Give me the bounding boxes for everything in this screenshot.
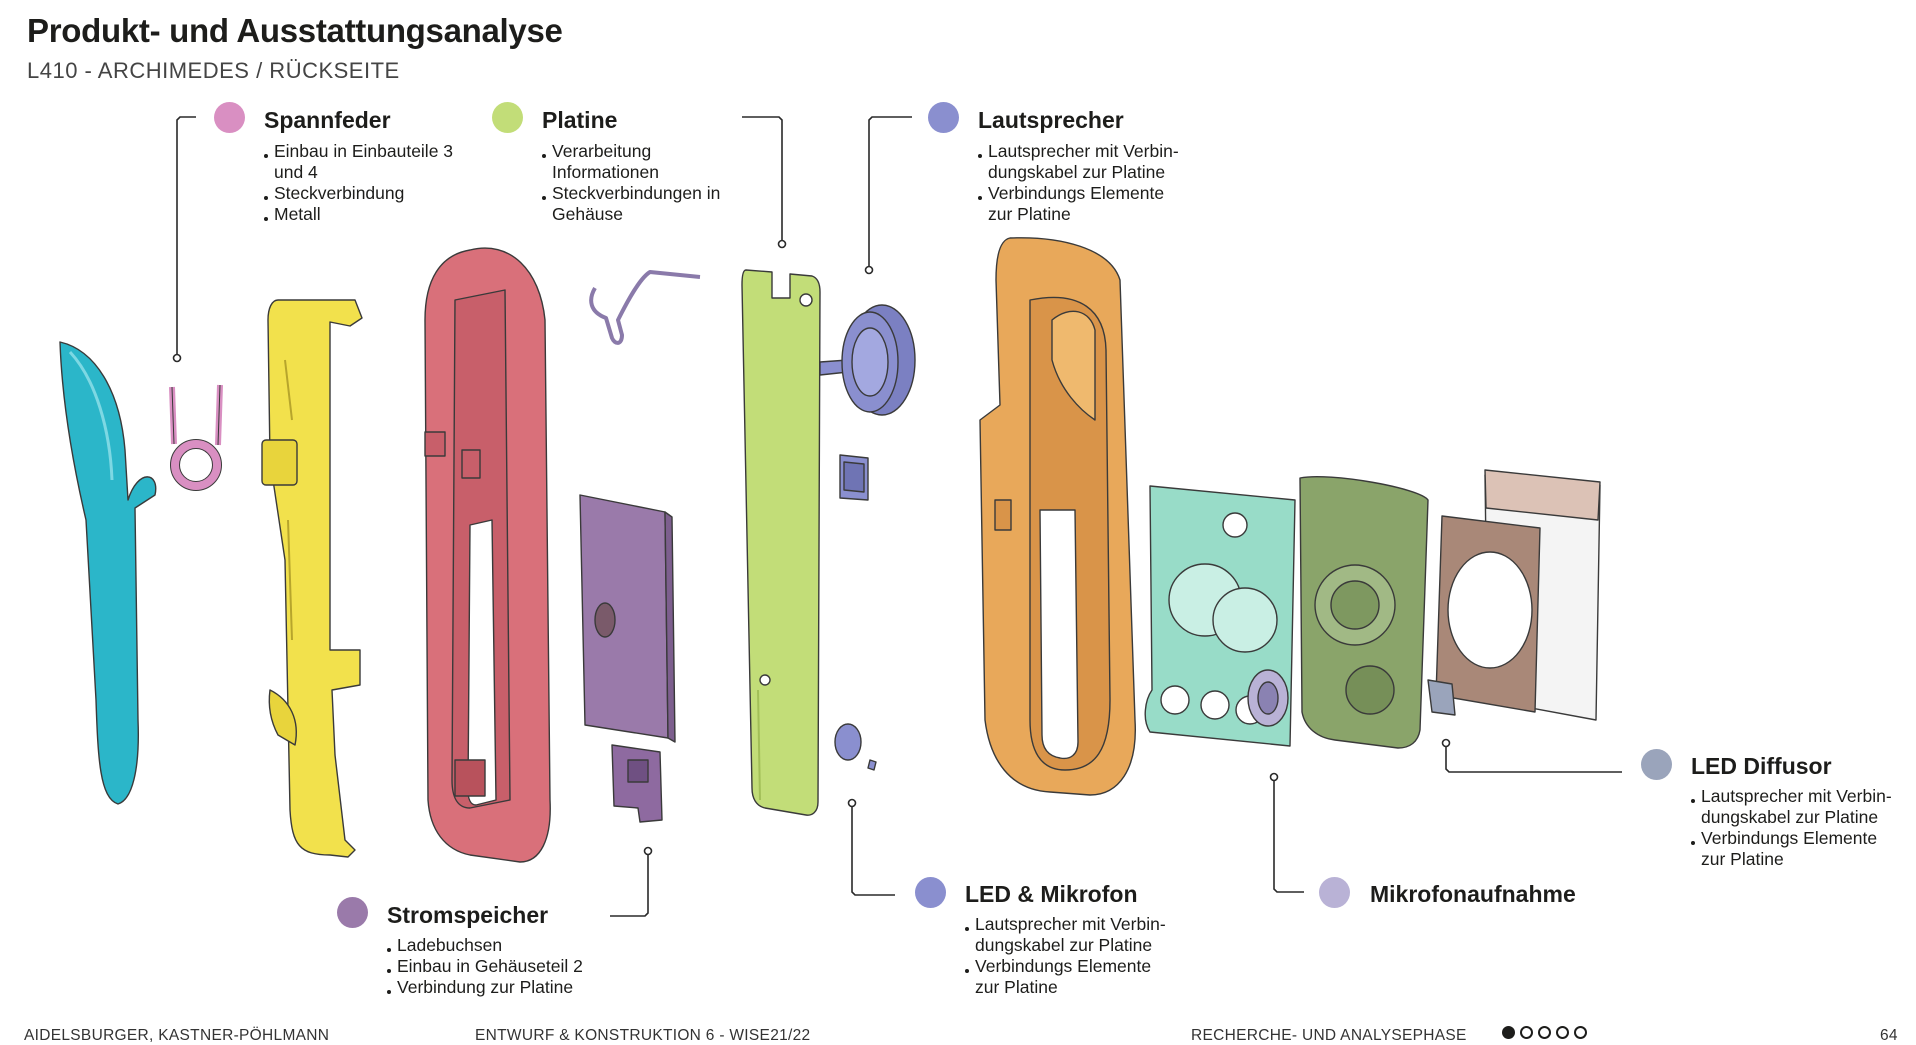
footer-course: ENTWURF & KONSTRUKTION 6 - WISE21/22 (475, 1027, 811, 1044)
bullet-item: Verbindungs Elemente zur Platine (1691, 828, 1906, 870)
stromspeicher-title: Stromspeicher (387, 902, 549, 928)
led-mic-part (834, 723, 862, 761)
led-mikrofon-title: LED & Mikrofon (965, 881, 1138, 907)
pager-dot[interactable] (1502, 1026, 1515, 1039)
mikrofonaufnahme-title: Mikrofonaufnahme (1370, 881, 1576, 907)
pager-dot[interactable] (1556, 1026, 1569, 1039)
led-mikrofon-list: Lautsprecher mit Verbin-dungskabel zur P… (965, 914, 1180, 998)
led-diffusor-title: LED Diffusor (1691, 753, 1832, 779)
leader-led-mikrofon (851, 804, 895, 896)
leader-lautsprecher (868, 116, 912, 268)
bullet-item: Lautsprecher mit Verbin-dungskabel zur P… (978, 141, 1193, 183)
connector-wire-part (589, 270, 701, 345)
bullet-item: Metall (264, 204, 474, 225)
yellow-frame-part (267, 299, 363, 858)
bullet-item: Verbindungs Elemente zur Platine (965, 956, 1180, 998)
bullet-item: Steckverbindung (264, 183, 474, 204)
bullet-item: Verbindungs Elemente zur Platine (978, 183, 1193, 225)
bullet-item: Einbau in Einbauteile 3 und 4 (264, 141, 474, 183)
battery-part (579, 494, 669, 739)
bullet-item: Verarbeitung Informationen (542, 141, 742, 183)
page-indicator (1502, 1026, 1587, 1039)
lautsprecher-title: Lautsprecher (978, 107, 1124, 133)
bullet-item: Einbau in Gehäuseteil 2 (387, 956, 617, 977)
pager-dot[interactable] (1538, 1026, 1551, 1039)
lautsprecher-dot (928, 102, 959, 133)
leader-platine (742, 116, 783, 243)
footer-phase: RECHERCHE- UND ANALYSEPHASE (1191, 1027, 1467, 1044)
page-subtitle: L410 - ARCHIMEDES / RÜCKSEITE (27, 58, 400, 83)
spannfeder-dot (214, 102, 245, 133)
pager-dot[interactable] (1574, 1026, 1587, 1039)
pager-dot[interactable] (1520, 1026, 1533, 1039)
circuit-board-part (741, 269, 821, 816)
leader-lines (172, 116, 1622, 917)
led-mikrofon-dot (915, 877, 946, 908)
bullet-item: Ladebuchsen (387, 935, 617, 956)
footer-authors: AIDELSBURGER, KASTNER-PÖHLMANN (24, 1027, 330, 1044)
bullet-item: Steckverbindungen in Gehäuse (542, 183, 742, 225)
leader-mikrofonaufnahme (1273, 778, 1304, 893)
leader-spannfeder (176, 116, 196, 357)
platine-dot (492, 102, 523, 133)
bullet-item: Verbindung zur Platine (387, 977, 617, 998)
led-diffusor-list: Lautsprecher mit Verbin-dungskabel zur P… (1691, 786, 1906, 870)
page-title: Produkt- und Ausstattungsanalyse (27, 12, 563, 49)
page-number: 64 (1880, 1027, 1898, 1044)
mikrofonaufnahme-dot (1319, 877, 1350, 908)
bullet-item: Lautsprecher mit Verbin-dungskabel zur P… (965, 914, 1180, 956)
spring-part (170, 439, 222, 491)
bullet-item: Lautsprecher mit Verbin-dungskabel zur P… (1691, 786, 1906, 828)
lautsprecher-list: Lautsprecher mit Verbin-dungskabel zur P… (978, 141, 1193, 225)
back-cover-part (59, 341, 157, 805)
stromspeicher-dot (337, 897, 368, 928)
leader-led-diffusor (1445, 745, 1622, 773)
spannfeder-title: Spannfeder (264, 107, 391, 133)
led-diffusor-dot (1641, 749, 1672, 780)
leader-stromspeicher (610, 852, 649, 917)
platine-title: Platine (542, 107, 618, 133)
